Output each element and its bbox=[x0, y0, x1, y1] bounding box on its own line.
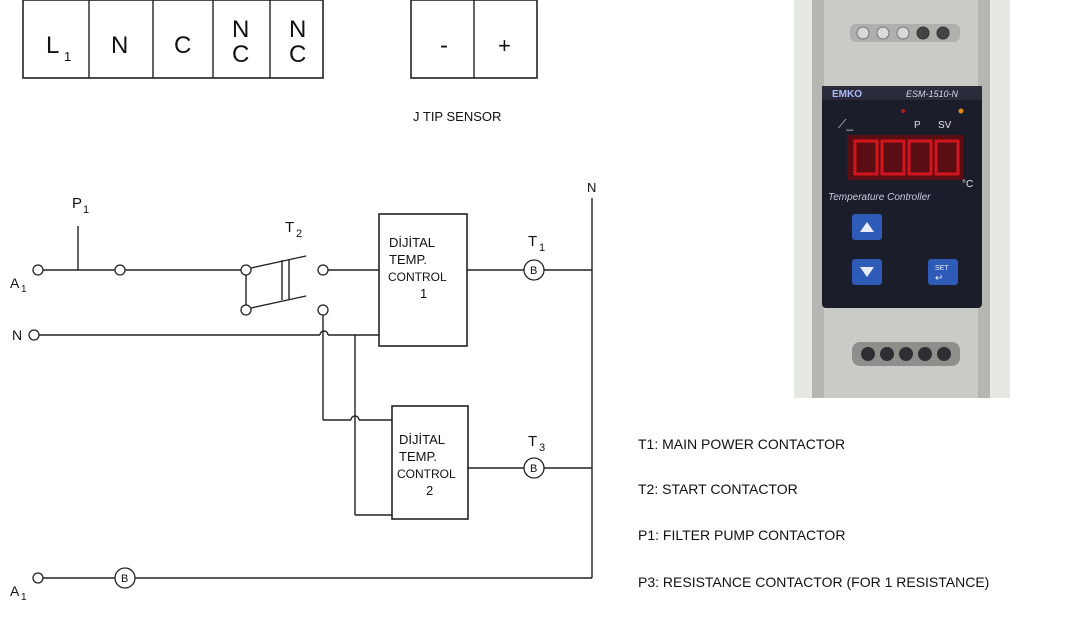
device-bottom-terminals bbox=[852, 342, 960, 366]
device-label: Temperature Controller bbox=[828, 192, 931, 203]
label-a1-bottom: A bbox=[10, 583, 20, 599]
device-unit: °C bbox=[962, 179, 973, 190]
terminal-block-sensor: - + J TIP SENSOR bbox=[410, 0, 538, 124]
sensor-plus-label: + bbox=[498, 33, 511, 58]
device-indicator-p: P bbox=[914, 120, 921, 131]
label-p1: P bbox=[72, 195, 82, 212]
terminal-block-main: L 1 N C N C N C bbox=[22, 0, 324, 79]
terminal-n-label: N bbox=[111, 32, 128, 59]
controller-2-line-3: CONTROL bbox=[397, 467, 456, 481]
legend-t2: T2: START CONTACTOR bbox=[638, 481, 798, 497]
controller-1-line-1: DİJİTAL bbox=[389, 235, 435, 250]
label-t3: T bbox=[528, 433, 537, 450]
schematic: N P 1 T 2 T 1 T 3 A 1 N A 1 B B B DİJİTA… bbox=[10, 180, 596, 603]
label-p1-sub: 1 bbox=[83, 204, 89, 216]
sensor-minus-label: - bbox=[440, 32, 448, 59]
device-top-terminals bbox=[850, 24, 960, 42]
terminal-c-label: C bbox=[174, 32, 191, 59]
device-set-button bbox=[928, 259, 958, 285]
coil-t1-label: B bbox=[530, 265, 537, 277]
controller-2-line-1: DİJİTAL bbox=[399, 432, 445, 447]
label-t1: T bbox=[528, 233, 537, 250]
legend-p3: P3: RESISTANCE CONTACTOR (FOR 1 RESISTAN… bbox=[638, 574, 990, 590]
sensor-caption: J TIP SENSOR bbox=[413, 109, 501, 124]
terminal-nc1-top: N bbox=[232, 16, 249, 43]
device-model: ESM-1510-N bbox=[906, 89, 959, 99]
label-t2: T bbox=[285, 219, 294, 236]
coil-bottom-label: B bbox=[121, 573, 128, 585]
label-t1-sub: 1 bbox=[539, 242, 545, 254]
legend-p1: P1: FILTER PUMP CONTACTOR bbox=[638, 527, 846, 543]
device-photo: EMKO ESM-1510-N ⟋_ P SV °C Temperature C… bbox=[794, 0, 1010, 398]
label-a1-top: A bbox=[10, 275, 20, 291]
controller-1-line-4: 1 bbox=[420, 286, 427, 301]
label-n-left: N bbox=[12, 327, 22, 343]
terminal-nc1-bottom: C bbox=[232, 41, 249, 68]
controller-2-line-2: TEMP. bbox=[399, 449, 437, 464]
label-n-top: N bbox=[587, 180, 596, 195]
device-enter-icon: ↵ bbox=[935, 273, 943, 284]
label-a1-top-sub: 1 bbox=[21, 284, 27, 295]
device-relay-icon: ⟋_ bbox=[838, 117, 853, 131]
device-brand: EMKO bbox=[832, 89, 862, 100]
label-t3-sub: 3 bbox=[539, 442, 545, 454]
device-set-label: SET bbox=[935, 265, 949, 272]
controller-1-line-3: CONTROL bbox=[388, 270, 447, 284]
label-a1-bottom-sub: 1 bbox=[21, 592, 27, 603]
terminal-l1-subscript: 1 bbox=[64, 49, 71, 64]
legend-t1: T1: MAIN POWER CONTACTOR bbox=[638, 436, 846, 452]
terminal-nc2-top: N bbox=[289, 16, 306, 43]
controller-2-line-4: 2 bbox=[426, 483, 433, 498]
label-t2-sub: 2 bbox=[296, 228, 302, 240]
terminal-nc2-bottom: C bbox=[289, 41, 306, 68]
device-indicator-sv: SV bbox=[938, 120, 952, 131]
coil-t3-label: B bbox=[530, 463, 537, 475]
terminal-l1-label: L bbox=[46, 32, 59, 59]
controller-1-line-2: TEMP. bbox=[389, 252, 427, 267]
